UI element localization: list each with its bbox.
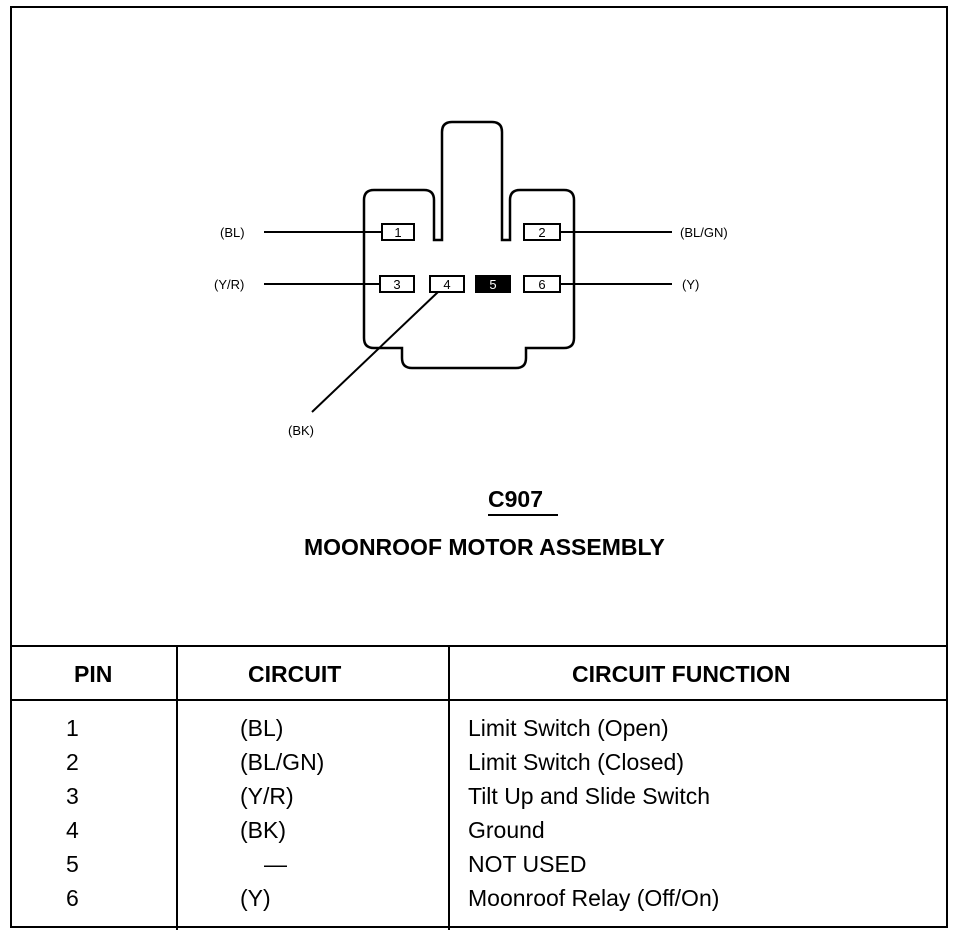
table-row-circuit: (BK) <box>240 817 286 843</box>
pin-box-4 <box>429 275 465 293</box>
table-row-function: Tilt Up and Slide Switch <box>468 783 711 809</box>
pin-number-5: 5 <box>489 277 496 292</box>
connector-id-underline <box>488 514 558 516</box>
connector-housing <box>362 120 576 370</box>
wire-label-pin-6: (Y) <box>682 277 700 292</box>
function-column: Limit Switch (Open) Limit Switch (Closed… <box>468 711 719 915</box>
assembly-name: MOONROOF MOTOR ASSEMBLY <box>304 534 665 560</box>
circuit-column: (BL) (BL/GN) (Y/R) (BK) — (Y) <box>240 711 324 915</box>
pin-number-3: 3 <box>393 277 400 292</box>
header-pin: PIN <box>74 661 113 687</box>
wire-label-pin-4: (BK) <box>288 423 314 438</box>
diagram-frame: 1 2 3 4 5 6 (BL) (BL/GN) (Y/R) (Y) (BK) … <box>10 6 948 930</box>
header-circuit: CIRCUIT <box>248 661 342 687</box>
connector-id: C907 <box>488 486 543 512</box>
pin-number-4: 4 <box>443 277 450 292</box>
connector-drawing: 1 2 3 4 5 6 <box>264 120 672 413</box>
table-header <box>12 647 948 701</box>
table-row-function: Limit Switch (Closed) <box>468 749 684 775</box>
leader-line-pin-4 <box>311 291 439 413</box>
wire-label-pin-2: (BL/GN) <box>680 225 728 240</box>
table-row-function: Limit Switch (Open) <box>468 715 669 741</box>
connector-diagram: 1 2 3 4 5 6 (BL) (BL/GN) (Y/R) (Y) (BK) … <box>12 8 948 644</box>
table-row-function: Ground <box>468 817 545 843</box>
table-row-circuit: (BL) <box>240 715 284 741</box>
pin-column: 1 2 3 4 5 6 <box>66 711 79 915</box>
header-circuit-function: CIRCUIT FUNCTION <box>572 661 791 687</box>
table-row-pin: 4 <box>66 817 79 843</box>
column-divider-2 <box>448 647 450 930</box>
wire-label-pin-1: (BL) <box>220 225 245 240</box>
table-row-pin: 2 <box>66 749 79 775</box>
wire-label-pin-3: (Y/R) <box>214 277 245 292</box>
pin-number-2: 2 <box>538 225 545 240</box>
table-row-pin: 6 <box>66 885 79 911</box>
table-row-circuit: — <box>264 851 287 877</box>
table-row-pin: 5 <box>66 851 79 877</box>
table-row-pin: 3 <box>66 783 79 809</box>
column-divider-1 <box>176 647 178 930</box>
table-row-function: Moonroof Relay (Off/On) <box>468 885 720 911</box>
table-row-function: NOT USED <box>468 851 587 877</box>
pin-number-6: 6 <box>538 277 545 292</box>
table-row-circuit: (BL/GN) <box>240 749 325 775</box>
pin-table: PIN CIRCUIT CIRCUIT FUNCTION 1 2 3 4 5 6… <box>12 645 948 930</box>
table-row-circuit: (Y/R) <box>240 783 294 809</box>
table-row-circuit: (Y) <box>240 885 271 911</box>
pin-box-5 <box>475 275 511 293</box>
pin-number-1: 1 <box>394 225 401 240</box>
table-row-pin: 1 <box>66 715 79 741</box>
